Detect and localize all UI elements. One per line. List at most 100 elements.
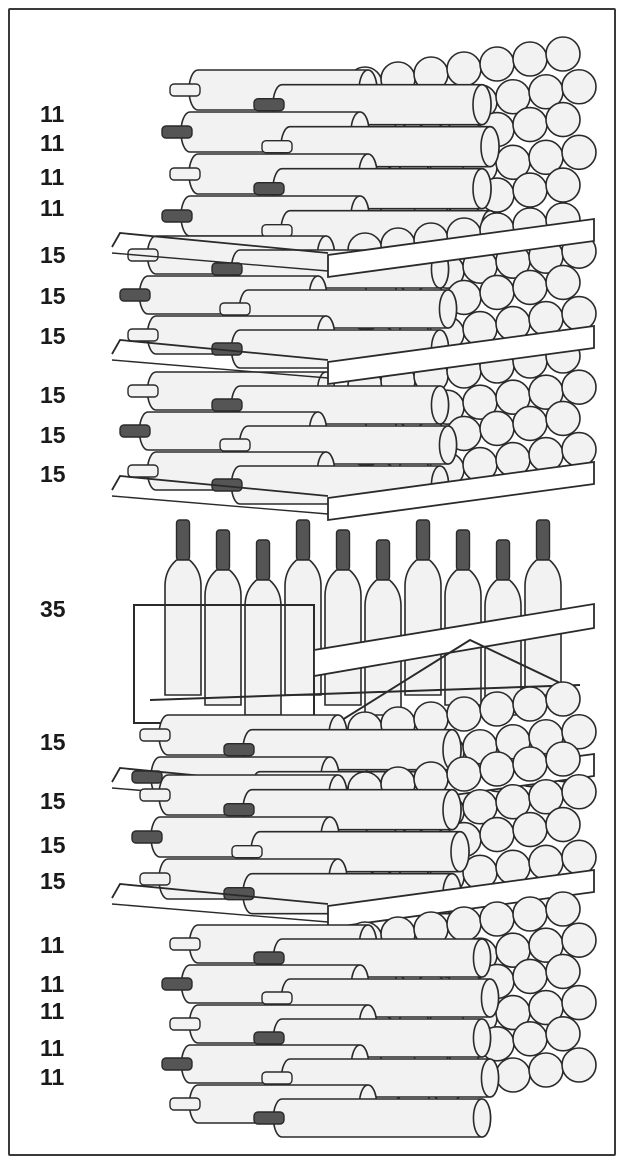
bottle-base (479, 816, 515, 853)
bottle-body (272, 1098, 492, 1138)
capacity-label: 11 (40, 998, 65, 1024)
bottle-neck (131, 830, 163, 844)
capacity-label: 15 (40, 422, 66, 448)
bottle-neck (161, 1057, 193, 1071)
bottle-base (545, 891, 581, 927)
bottle-base (442, 788, 462, 831)
bottle-base (561, 713, 597, 750)
bottle-neck (295, 519, 311, 561)
bottle-base (561, 839, 597, 876)
bottle-base (561, 134, 597, 171)
bottle-neck (211, 398, 243, 412)
bottle-base (545, 953, 581, 990)
bottle-base (479, 751, 515, 787)
bottle-body (204, 569, 242, 706)
bottle-base (472, 83, 492, 126)
shelf-front (327, 460, 595, 522)
bottle-base (512, 811, 548, 848)
bottle-base (561, 1047, 597, 1083)
capacity-label: 15 (40, 242, 66, 268)
capacity-label: 15 (40, 868, 66, 894)
bottle-neck (169, 937, 201, 951)
capacity-label: 15 (40, 461, 66, 487)
bottle-neck (175, 519, 191, 561)
capacity-label: 11 (40, 101, 65, 127)
bottle-neck (375, 539, 391, 581)
bottle-base (480, 978, 500, 1018)
bottle-neck (415, 519, 431, 561)
bottle-base (512, 106, 548, 143)
capacity-label: 11 (40, 932, 65, 958)
bottle-base (545, 806, 581, 843)
shelf-front (327, 324, 595, 386)
bottle-neck (231, 845, 263, 859)
bottle-base (512, 172, 548, 208)
bottle-base (561, 984, 597, 1021)
bottle-neck (161, 125, 193, 139)
bottle-base (545, 681, 581, 717)
bottle-neck (161, 977, 193, 991)
bottle-neck (261, 991, 293, 1005)
shelf-front (313, 602, 595, 678)
bottle-neck (161, 209, 193, 223)
bottle-neck (169, 167, 201, 181)
bottle-base (561, 369, 597, 406)
bottle-base (512, 269, 548, 306)
bottle-neck (253, 181, 285, 196)
bottle-base (438, 425, 458, 465)
bottle-neck (335, 529, 351, 571)
bottle-neck (127, 464, 159, 478)
shelf-rail (149, 684, 581, 701)
bottle-neck (215, 529, 231, 571)
bottle-base (480, 1058, 500, 1098)
presentation-shelf (133, 519, 595, 741)
bottle-base (446, 51, 482, 87)
shelf-1-bottles (111, 202, 597, 369)
bottle-base (430, 385, 450, 425)
bottle-base (438, 289, 458, 329)
bottle-neck (127, 328, 159, 342)
bottle-neck (261, 223, 293, 238)
bottle-base (561, 68, 597, 105)
bottle-base (446, 756, 482, 792)
bottle-neck (211, 262, 243, 276)
shelf-3 (111, 460, 595, 522)
bottle-base (512, 896, 548, 932)
bottle-neck (253, 1031, 285, 1045)
capacity-label: 35 (40, 596, 66, 622)
bottle-neck (253, 1111, 285, 1125)
shelf-rail (111, 475, 329, 497)
bottle-base (545, 400, 581, 437)
bottle-base (512, 746, 548, 782)
basket-handle (309, 638, 576, 741)
capacity-label: 15 (40, 832, 66, 858)
bottle-neck (495, 539, 511, 581)
bottle-neck (169, 1097, 201, 1111)
shelf-rail (111, 252, 329, 272)
bottle-base (450, 830, 470, 873)
bottle-base (495, 1057, 531, 1093)
bottom-bottle-stack (161, 891, 597, 1138)
capacity-label: 11 (40, 130, 65, 156)
shelf-front (327, 217, 595, 279)
shelf-rail (111, 903, 329, 923)
capacity-label: 15 (40, 382, 66, 408)
bottle-base (512, 958, 548, 995)
bottle-neck (169, 1017, 201, 1031)
bottle-neck (223, 743, 255, 757)
bottle-base (479, 901, 515, 937)
bottle-base (545, 264, 581, 301)
bottle-base (472, 938, 492, 978)
bottle-neck (253, 951, 285, 965)
capacity-label: 11 (40, 971, 65, 997)
bottle-neck (219, 302, 251, 316)
bottle-neck (169, 83, 201, 97)
bottle-neck (223, 803, 255, 817)
bottle-neck (131, 770, 163, 784)
bottle-neck (119, 424, 151, 438)
bottle-neck (127, 384, 159, 398)
bottle-base (479, 274, 515, 311)
bottle-base (512, 41, 548, 77)
bottle-base (561, 922, 597, 959)
